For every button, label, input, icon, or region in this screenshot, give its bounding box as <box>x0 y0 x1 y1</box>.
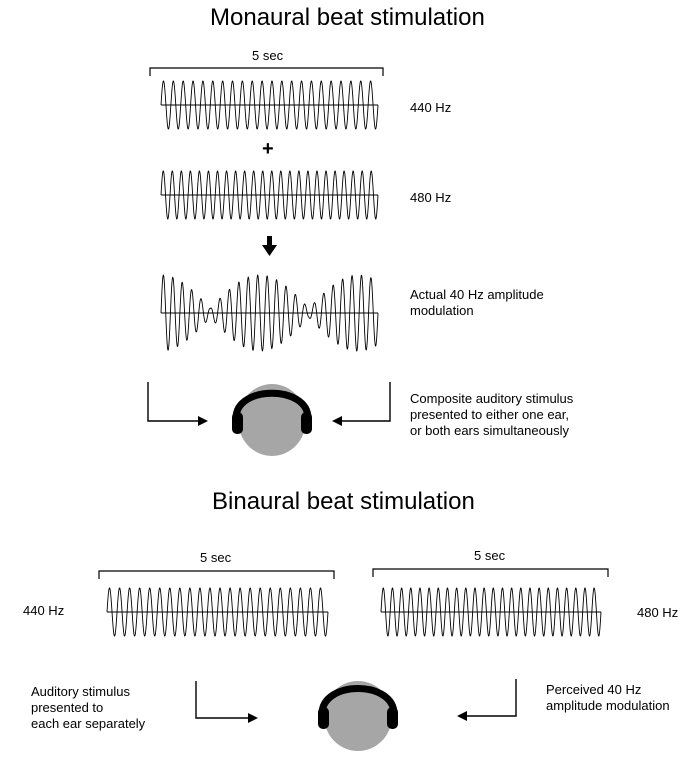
wave-480hz <box>160 170 379 220</box>
binaural-wave-480hz <box>380 587 602 637</box>
monaural-title: Monaural beat stimulation <box>210 4 485 31</box>
binaural-right-tone-label: 480 Hz <box>637 605 679 620</box>
binaural-left-bracket <box>98 570 335 579</box>
separate-ears-label: Auditory stimulus presented to each ear … <box>31 684 146 731</box>
binaural-right-duration-label: 5 sec <box>474 548 506 563</box>
modulation-label: Actual 40 Hz amplitude modulation <box>410 287 544 318</box>
tone-440-label: 440 Hz <box>410 100 452 115</box>
composite-stimulus-label: Composite auditory stimulus presented to… <box>410 391 574 438</box>
monaural-duration-bracket <box>149 67 384 76</box>
binaural-left-tone-label: 440 Hz <box>23 603 65 618</box>
perceived-modulation-label: Perceived 40 Hz amplitude modulation <box>546 682 670 713</box>
wave-amplitude-modulated <box>160 274 379 352</box>
binaural-wave-440hz <box>106 587 329 637</box>
tone-480-label: 480 Hz <box>410 190 452 205</box>
monaural-duration-label: 5 sec <box>252 48 284 63</box>
binaural-right-bracket <box>372 568 609 577</box>
left-input-arrow-icon <box>147 382 208 426</box>
wave-440hz <box>160 80 379 130</box>
binaural-left-duration-label: 5 sec <box>200 550 232 565</box>
monaural-head-icon <box>232 384 312 456</box>
plus-icon: + <box>262 138 274 160</box>
binaural-head-icon <box>318 681 398 751</box>
binaural-title: Binaural beat stimulation <box>212 488 475 515</box>
binaural-left-arrow-icon <box>195 681 258 723</box>
right-input-arrow-icon <box>332 382 391 426</box>
down-arrow-icon <box>262 236 277 256</box>
binaural-right-arrow-icon <box>457 679 517 721</box>
